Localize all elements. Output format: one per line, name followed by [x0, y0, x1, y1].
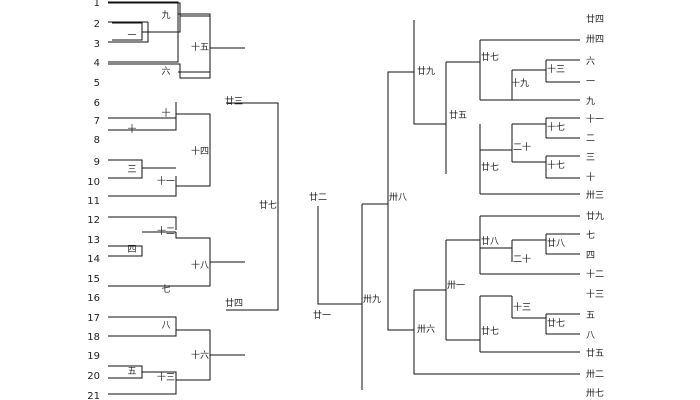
entrant-label: 四 — [586, 251, 595, 261]
seed-number: 2 — [94, 19, 100, 30]
entrant-label: 二 — [586, 134, 595, 144]
match-label: 三 — [127, 165, 136, 175]
right-bracket: 卅八 廿九 廿五 廿七 十九 十三 廿七 二十 十七 十七 卅六 卅一 廿八 二… — [387, 13, 604, 399]
match-label: 十九 — [511, 77, 529, 89]
match-label: 廿八 — [481, 235, 499, 247]
match-label: 六 — [161, 65, 170, 77]
seed-number: 19 — [87, 351, 100, 362]
match-label: 十二 — [157, 225, 175, 237]
match-label: 十八 — [191, 259, 209, 271]
bracket-upper-top — [479, 39, 580, 101]
seed-number: 3 — [94, 39, 100, 50]
bracket-semis — [226, 102, 279, 311]
match-label: 廿九 — [417, 65, 435, 77]
entrant-label: 廿四 — [586, 13, 604, 25]
match-label: 卅八 — [389, 192, 407, 203]
entrant-label: 一 — [586, 77, 595, 87]
entrant-label: 十 — [586, 171, 595, 183]
match-label: 廿四 — [225, 297, 243, 309]
seed-number: 8 — [94, 135, 100, 146]
match-label: 十七 — [547, 159, 565, 171]
seed-number: 1 — [94, 0, 100, 9]
match-label: 一 — [127, 31, 136, 41]
match-label: 廿八 — [547, 237, 565, 249]
match-label: 十四 — [191, 145, 209, 157]
bracket-lower-bottom — [479, 295, 580, 353]
match-label: 十七 — [547, 121, 565, 133]
seed-number: 16 — [87, 293, 100, 304]
match-label: 廿五 — [449, 109, 467, 121]
match-label: 十三 — [513, 301, 531, 313]
entrant-label: 卅二 — [586, 369, 604, 380]
match-label: 十三 — [157, 371, 175, 383]
seed-number: 13 — [87, 235, 100, 246]
entrant-label: 九 — [586, 96, 595, 107]
bracket-group-a — [108, 2, 245, 79]
match-label: 五 — [127, 367, 136, 377]
bracket-lower-top — [479, 215, 580, 275]
final-left-label: 廿二 — [309, 191, 327, 203]
match-label: 二十 — [513, 141, 531, 153]
entrant-label: 五 — [586, 311, 595, 321]
entrant-label: 十三 — [586, 288, 604, 300]
match-label: 卅六 — [417, 323, 435, 335]
match-label: 四 — [127, 245, 136, 255]
seed-number: 6 — [94, 98, 100, 109]
match-label: 七 — [161, 284, 170, 295]
entrant-label: 卅四 — [586, 34, 604, 45]
entrant-label: 十一 — [586, 113, 604, 125]
entrant-label: 廿九 — [586, 210, 604, 222]
match-label: 廿七 — [481, 325, 499, 337]
entrant-label: 八 — [586, 331, 595, 341]
entrant-label: 卅三 — [586, 190, 604, 201]
match-label: 廿七 — [481, 51, 499, 63]
seed-number: 4 — [94, 58, 100, 69]
bracket-group-d — [108, 316, 245, 395]
bracket-lower — [413, 239, 580, 375]
match-label: 十三 — [547, 63, 565, 75]
bracket-upper — [413, 20, 480, 174]
match-label: 十 — [127, 123, 136, 135]
left-bracket: 1 2 3 4 5 6 7 8 9 10 11 12 13 14 15 16 1… — [87, 0, 279, 400]
champion-label: 卅九 — [363, 294, 381, 305]
entrant-label: 廿五 — [586, 347, 604, 359]
seed-number: 7 — [94, 116, 100, 127]
seed-number: 18 — [87, 332, 100, 343]
match-label: 十五 — [191, 41, 209, 53]
seed-number: 12 — [87, 215, 100, 226]
entrant-label: 三 — [586, 153, 595, 163]
final-connector — [317, 203, 388, 390]
entrant-label: 卅七 — [586, 388, 604, 399]
entrant-label: 六 — [586, 55, 595, 67]
seed-number: 9 — [94, 157, 100, 168]
match-label: 廿七 — [259, 199, 277, 211]
seed-number: 14 — [87, 254, 100, 265]
bracket-group-c — [108, 216, 245, 287]
match-label: 卅一 — [447, 280, 465, 291]
entrant-label: 十二 — [586, 268, 604, 280]
match-label: 八 — [161, 321, 170, 331]
seed-number: 5 — [94, 78, 100, 89]
seed-number: 21 — [87, 391, 100, 400]
match-label: 二十 — [513, 253, 531, 265]
match-label: 廿三 — [225, 95, 243, 107]
match-label: 十 — [161, 107, 170, 119]
seed-number: 20 — [87, 371, 100, 382]
entrant-label: 七 — [586, 230, 595, 241]
seed-number: 17 — [87, 313, 100, 324]
final-right-label: 廿一 — [313, 309, 331, 321]
match-label: 九 — [161, 10, 170, 21]
seed-number: 15 — [87, 274, 100, 285]
match-label: 十六 — [191, 349, 209, 361]
center-final: 廿二 廿一 卅九 — [309, 191, 388, 390]
match-label: 廿七 — [547, 317, 565, 329]
bracket-upper-bottom — [479, 117, 580, 195]
bracket-spine — [387, 71, 414, 331]
match-label: 十一 — [157, 175, 175, 187]
bracket-group-b — [108, 102, 211, 197]
seed-number: 10 — [87, 177, 100, 188]
seed-number: 11 — [87, 196, 100, 207]
match-label: 廿七 — [481, 161, 499, 173]
